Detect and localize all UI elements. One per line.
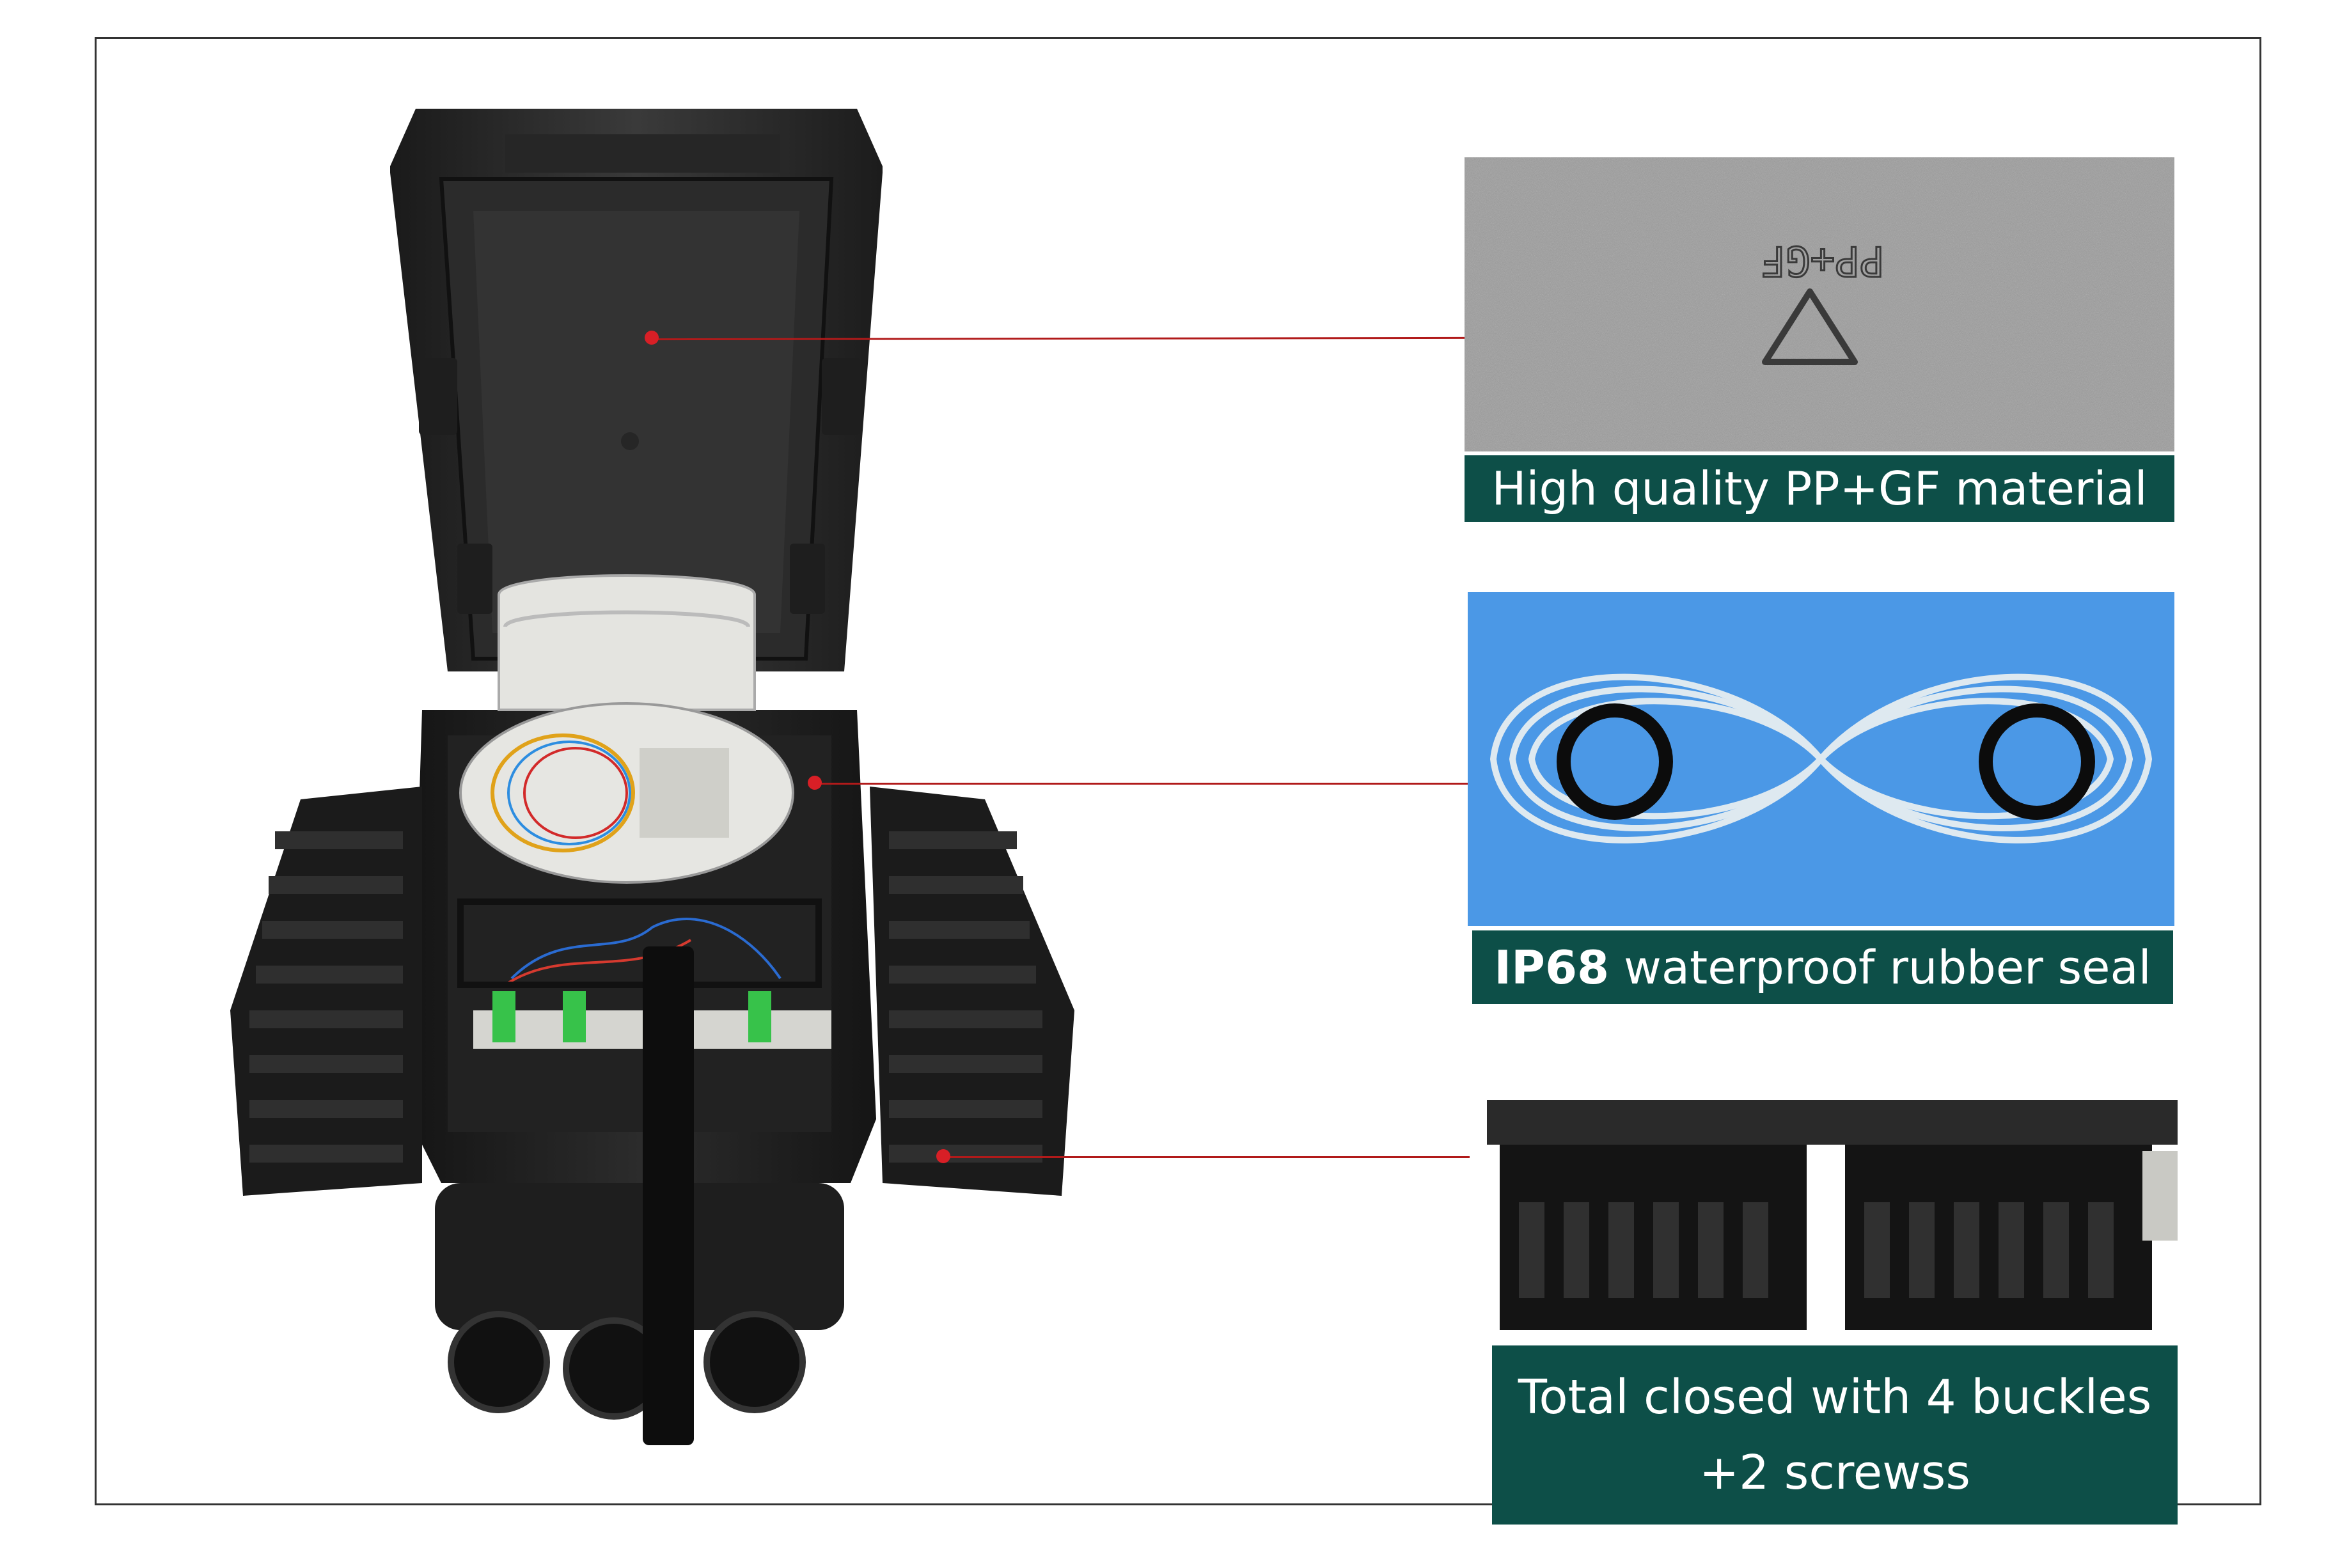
leader-line-buckles [944, 1156, 1470, 1158]
callout-dot-buckle [936, 1149, 950, 1163]
material-texture-photo: PP+GF [1465, 157, 2174, 451]
closure-lid [390, 109, 883, 671]
leader-line-seal [815, 783, 1471, 785]
o-ring-left-icon [1557, 703, 1673, 820]
cable-ports [435, 946, 844, 1445]
material-stamp: PP+GF [1761, 237, 1885, 284]
buckles-photo [1487, 1100, 2178, 1337]
caption-buckles: Total closed with 4 buckles +2 screwss [1492, 1345, 2178, 1525]
rubber-seal-photo [1468, 592, 2174, 926]
caption-seal: IP68 waterproof rubber seal [1472, 930, 2173, 1004]
product-photo-closure [230, 109, 1074, 1445]
callout-dot-base [808, 776, 822, 790]
splice-trays [457, 574, 822, 988]
caption-material: High quality PP+GF material [1465, 455, 2174, 522]
side-buckle-racks [230, 787, 1074, 1196]
callout-dot-lid [645, 331, 659, 345]
recycle-triangle-icon [1762, 288, 1858, 365]
o-ring-right-icon [1979, 703, 2095, 820]
border-frame [95, 37, 2261, 1505]
